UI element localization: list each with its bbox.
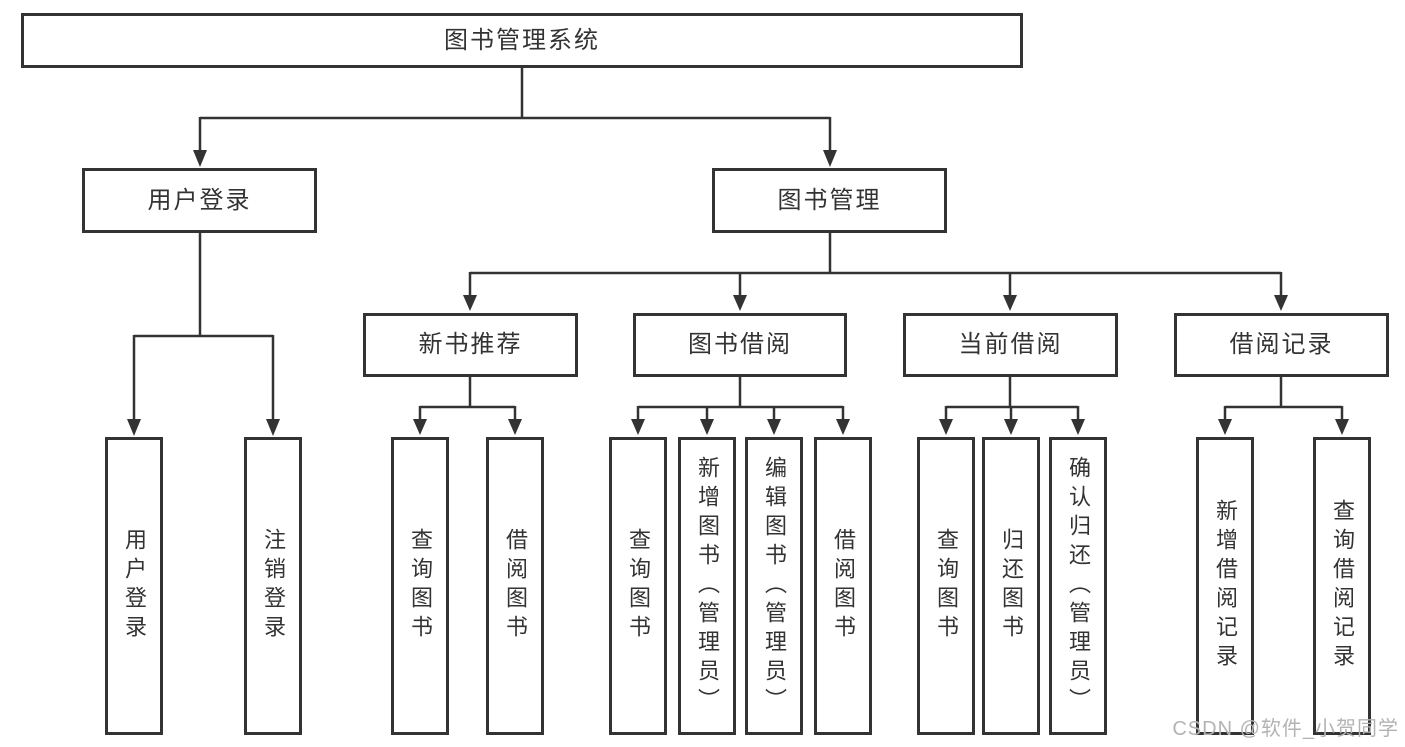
node-borrowing-records-label: 借阅记录: [1229, 331, 1334, 358]
leaf-add-borrow-record: 新增借阅记录: [1196, 437, 1254, 735]
leaf-query-books-borrowing: 查询图书: [609, 437, 667, 735]
leaf-edit-books-admin-label: 编辑图书（管理员）: [762, 455, 787, 717]
leaf-logout-label: 注销登录: [261, 528, 286, 644]
node-root-label: 图书管理系统: [444, 26, 600, 54]
leaf-add-books-admin: 新增图书（管理员）: [678, 437, 736, 735]
leaf-query-books-recommend-label: 查询图书: [408, 528, 433, 644]
leaf-return-books-label: 归还图书: [999, 528, 1024, 644]
leaf-borrow-books-borrowing-label: 借阅图书: [831, 528, 856, 644]
node-borrowing-records: 借阅记录: [1174, 313, 1389, 377]
node-book-borrowing-label: 图书借阅: [688, 331, 792, 358]
leaf-query-borrow-record-label: 查询借阅记录: [1330, 499, 1355, 673]
leaf-query-borrow-record: 查询借阅记录: [1313, 437, 1371, 735]
node-book-borrowing: 图书借阅: [633, 313, 847, 377]
leaf-user-login: 用户登录: [105, 437, 163, 735]
leaf-confirm-return-admin-label: 确认归还（管理员）: [1066, 455, 1091, 717]
node-new-book-recommend: 新书推荐: [363, 313, 578, 377]
leaf-add-borrow-record-label: 新增借阅记录: [1213, 499, 1238, 673]
leaf-query-books-recommend: 查询图书: [391, 437, 449, 735]
leaf-confirm-return-admin: 确认归还（管理员）: [1049, 437, 1107, 735]
tree-edges: [132, 68, 1344, 422]
leaf-query-books-borrowing-label: 查询图书: [626, 528, 651, 644]
csdn-watermark: CSDN @软件_小贺同学: [1172, 718, 1399, 740]
node-root: 图书管理系统: [21, 13, 1023, 68]
node-book-management: 图书管理: [712, 168, 947, 233]
leaf-query-books-current: 查询图书: [917, 437, 975, 735]
leaf-return-books: 归还图书: [982, 437, 1040, 735]
node-user-login: 用户登录: [82, 168, 317, 233]
node-book-management-label: 图书管理: [777, 186, 882, 214]
leaf-logout: 注销登录: [244, 437, 302, 735]
leaf-query-books-current-label: 查询图书: [934, 528, 959, 644]
leaf-borrow-books-borrowing: 借阅图书: [814, 437, 872, 735]
node-user-login-label: 用户登录: [147, 186, 252, 214]
node-current-borrowing-label: 当前借阅: [958, 331, 1063, 358]
leaf-edit-books-admin: 编辑图书（管理员）: [745, 437, 803, 735]
node-current-borrowing: 当前借阅: [903, 313, 1118, 377]
leaf-borrow-books-recommend: 借阅图书: [486, 437, 544, 735]
node-new-book-recommend-label: 新书推荐: [418, 331, 523, 358]
leaf-add-books-admin-label: 新增图书（管理员）: [695, 455, 720, 717]
leaf-borrow-books-recommend-label: 借阅图书: [503, 528, 528, 644]
leaf-user-login-label: 用户登录: [122, 528, 147, 644]
